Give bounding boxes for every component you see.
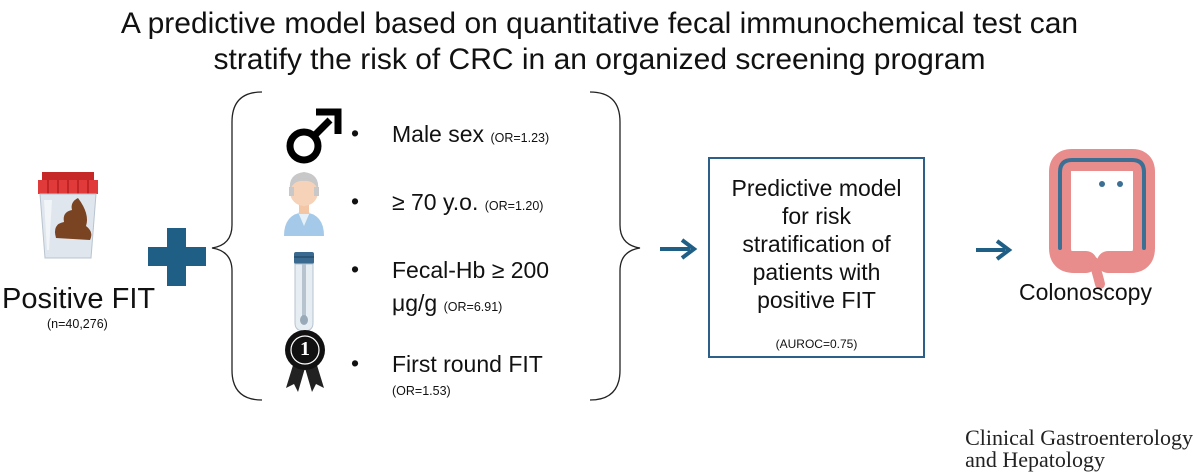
journal-line-1: Clinical Gastroenterology bbox=[965, 425, 1193, 450]
model-line: stratification of bbox=[742, 231, 891, 257]
title: A predictive model based on quantitative… bbox=[0, 6, 1199, 78]
model-line: patients with bbox=[752, 259, 881, 285]
right-brace bbox=[589, 91, 641, 401]
stool-container-icon bbox=[38, 172, 98, 259]
journal-line-2: and Hepatology bbox=[965, 447, 1106, 472]
model-line: for risk bbox=[782, 203, 851, 229]
model-line: Predictive model bbox=[731, 175, 902, 201]
positive-fit-label: Positive FIT bbox=[2, 283, 156, 315]
left-brace bbox=[211, 91, 263, 401]
arrow-right-icon bbox=[976, 239, 1013, 261]
bullet: • bbox=[351, 188, 360, 214]
colonoscopy-label: Colonoscopy bbox=[1019, 279, 1152, 305]
factor-age: ≥ 70 y.o. (OR=1.20) bbox=[392, 189, 543, 220]
plus-icon bbox=[148, 228, 206, 286]
factor-odds-ratio: (OR=6.91) bbox=[443, 300, 503, 314]
sample-tube-icon bbox=[294, 252, 314, 332]
first-place-medal-icon bbox=[285, 330, 325, 392]
factor-first-round: First round FIT (OR=1.53) bbox=[392, 351, 543, 405]
factor-male-sex: Male sex (OR=1.23) bbox=[392, 121, 549, 152]
colon-icon bbox=[1049, 149, 1155, 289]
factor-fecal-hb: Fecal-Hb ≥ 200 μg/g (OR=6.91) bbox=[392, 257, 549, 321]
factor-label-line-1: Fecal-Hb ≥ 200 bbox=[392, 257, 550, 283]
factor-odds-ratio: (OR=1.23) bbox=[490, 131, 550, 145]
factor-label: ≥ 70 y.o. bbox=[392, 189, 479, 215]
factor-label: Male sex bbox=[392, 121, 485, 147]
medal-number: 1 bbox=[300, 338, 310, 360]
model-auroc: (AUROC=0.75) bbox=[775, 337, 858, 351]
factor-label-line-2: μg/g bbox=[392, 290, 438, 316]
bullet: • bbox=[351, 256, 360, 282]
factor-odds-ratio: (OR=1.20) bbox=[484, 199, 544, 213]
bullet: • bbox=[351, 120, 360, 146]
bullet: • bbox=[351, 350, 360, 376]
arrow-right-icon bbox=[660, 238, 698, 260]
model-line: positive FIT bbox=[757, 287, 876, 313]
factor-label: First round FIT bbox=[392, 351, 543, 377]
positive-fit-count: (n=40,276) bbox=[47, 317, 108, 331]
model-box bbox=[708, 157, 925, 358]
title-line-2: stratify the risk of CRC in an organized… bbox=[213, 43, 986, 76]
title-line-1: A predictive model based on quantitative… bbox=[120, 7, 1079, 40]
factor-odds-ratio: (OR=1.53) bbox=[392, 384, 451, 398]
elderly-person-icon bbox=[284, 172, 324, 236]
journal-name: Clinical Gastroenterology and Hepatology bbox=[965, 427, 1193, 471]
model-description: Predictive model for risk stratification… bbox=[709, 174, 924, 314]
male-symbol-icon bbox=[286, 108, 342, 164]
